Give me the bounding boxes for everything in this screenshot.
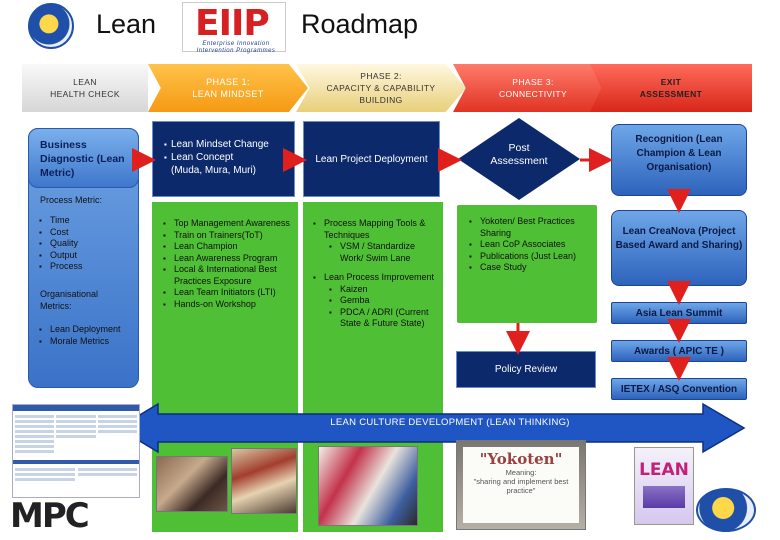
lean-creanova-box: Lean CreaNova (Project Based Award and S… (611, 210, 747, 286)
org-metric-item: Morale Metrics (38, 336, 138, 348)
yokoten-title: "Yokoten" (479, 450, 563, 468)
process-metric-item: Output (38, 250, 128, 262)
phase-3-item: Publications (Just Lean) (468, 251, 594, 263)
phase-1-item: Hands-on Workshop (162, 299, 294, 311)
phase-3-item: Case Study (468, 262, 594, 274)
bottom-right-logo (696, 488, 756, 532)
yokoten-slide: "Yokoten" Meaning: "sharing and implemen… (456, 440, 586, 530)
process-metric-item: Time (38, 215, 128, 227)
phase-3-connectivity: PHASE 3: CONNECTIVITY (453, 64, 613, 112)
phase-3-item: Yokoten/ Best Practices Sharing (468, 216, 594, 239)
lean-culture-banner-label: LEAN CULTURE DEVELOPMENT (LEAN THINKING) (330, 417, 570, 428)
post-assessment-label: Post Assessment (490, 142, 548, 167)
phase-2-subitem: VSM / Standardize Work/ Swim Lane (312, 241, 440, 264)
recognition-box: Recognition (Lean Champion & Lean Organi… (611, 124, 747, 196)
eiip-logo-subtitle: Enterprise Innovation Intervention Progr… (196, 41, 276, 54)
mindset-item: Lean Concept (163, 151, 294, 164)
mindset-item: Lean Mindset Change (163, 138, 294, 151)
org-metrics-list: Lean Deployment Morale Metrics (38, 324, 138, 347)
business-diagnostic-box (28, 128, 139, 188)
business-diagnostic-title: Business Diagnostic (Lean Metric) (40, 139, 125, 179)
phase-1-item: Top Management Awareness (162, 218, 294, 230)
phase-2-list: Process Mapping Tools & Techniques VSM /… (312, 218, 440, 330)
workshop-photo-1 (156, 456, 228, 512)
lean-project-deployment-box: Lean Project Deployment (303, 121, 440, 197)
yokoten-caption: Meaning: "sharing and implement best pra… (473, 468, 569, 495)
phase-1-list: Top Management Awareness Train on Traine… (162, 218, 294, 310)
phase-2-subitem: PDCA / ADRI (Current State & Future Stat… (312, 307, 440, 330)
process-metric-list: Time Cost Quality Output Process (38, 215, 128, 273)
process-metric-item: Process (38, 261, 128, 273)
phase-1-item: Local & International Best Practices Exp… (162, 264, 294, 287)
phase-1-item: Lean Team Initiators (LTI) (162, 287, 294, 299)
lean-book-title: LEAN (639, 460, 689, 480)
org-metrics-label: Organisational Metrics: (40, 289, 99, 311)
phase-1-item: Lean Awareness Program (162, 253, 294, 265)
phase-1-item: Train on Trainers(ToT) (162, 230, 294, 242)
org-metric-item: Lean Deployment (38, 324, 138, 336)
phase-1-item: Lean Champion (162, 241, 294, 253)
phase-2-item: Process Mapping Tools & Techniques (312, 218, 440, 241)
phase-2-item: Lean Process Improvement (312, 272, 440, 284)
phase-2-capacity-building: PHASE 2: CAPACITY & CAPABILITY BUILDING (296, 64, 466, 112)
header-title-left: Lean (96, 9, 157, 39)
workshop-photo-3 (318, 446, 418, 526)
document-thumbnail (12, 404, 140, 498)
mindset-note: (Muda, Mura, Muri) (171, 165, 257, 176)
phase-3-list: Yokoten/ Best Practices Sharing Lean CoP… (468, 216, 594, 274)
policy-review-label: Policy Review (494, 364, 558, 375)
process-metric-item: Cost (38, 227, 128, 239)
mpc-logo-text: MPC (10, 496, 90, 536)
eiip-logo: EIIP Enterprise Innovation Intervention … (182, 2, 286, 54)
phase-2-subitem: Gemba (312, 295, 440, 307)
phase-lean-health-check: LEAN HEALTH CHECK (22, 64, 148, 112)
lean-mindset-box: Lean Mindset Change Lean Concept (Muda, … (152, 121, 295, 197)
top-left-logo (28, 3, 74, 49)
workshop-photo-2 (231, 448, 297, 514)
mpc-logo: MPC (10, 496, 138, 536)
policy-review-box: Policy Review (456, 351, 596, 388)
phase-exit-assessment: EXIT ASSESSMENT (590, 64, 752, 112)
eiip-logo-text: EIIP (195, 3, 270, 44)
phase-1-lean-mindset: PHASE 1: LEAN MINDSET (148, 64, 308, 112)
lean-book-cover: LEAN (634, 447, 694, 525)
process-metric-label: Process Metric: (40, 195, 103, 205)
header-title-right: Roadmap (301, 9, 419, 39)
phase-2-subitem: Kaizen (312, 284, 440, 296)
lean-project-deployment-label: Lean Project Deployment (315, 153, 428, 165)
phase-3-item: Lean CoP Associates (468, 239, 594, 251)
process-metric-item: Quality (38, 238, 128, 250)
lean-culture-banner-arrow (116, 402, 746, 454)
